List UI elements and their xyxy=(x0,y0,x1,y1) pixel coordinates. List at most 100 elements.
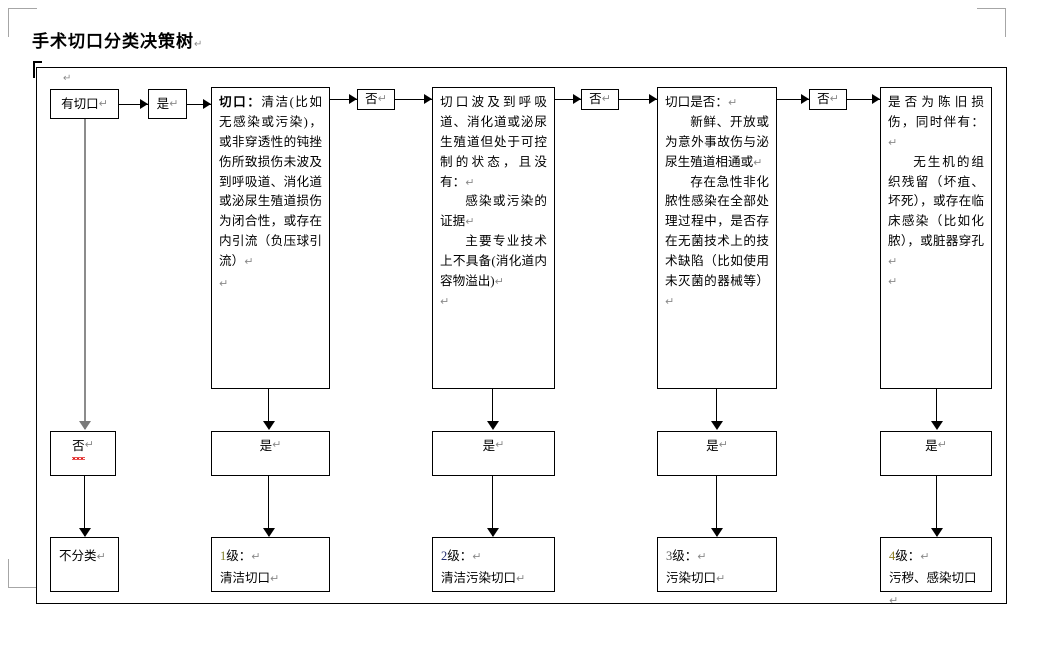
paragraph-mark-icon: ↵ xyxy=(84,438,94,451)
paragraph-mark-icon: ↵ xyxy=(718,438,728,451)
node-branch-yes-4[interactable]: 是↵ xyxy=(880,431,992,476)
arrow-right-icon xyxy=(649,94,657,104)
node-question-2[interactable]: 切口波及到呼吸道、消化道或泌尿生殖道但处于可控制的状态，且没有：↵ 感染或污染的… xyxy=(432,87,555,389)
paragraph-mark-icon: ↵ xyxy=(920,550,930,563)
node-result-grade-3-number: 3 xyxy=(666,549,673,563)
node-result-grade-3[interactable]: 3级：↵ 污染切口↵ xyxy=(657,537,777,592)
connector-q1-to-no1 xyxy=(330,99,357,100)
page-margin-mark-top-left xyxy=(8,8,37,37)
arrow-down-icon xyxy=(711,421,723,430)
text-caret xyxy=(33,61,35,78)
node-result-grade-1[interactable]: 1级：↵ 清洁切口↵ xyxy=(211,537,330,592)
node-result-grade-1-suffix: 级： xyxy=(226,549,252,563)
connector-q3-to-no3 xyxy=(777,99,809,100)
paragraph-mark-icon: ↵ xyxy=(244,255,254,269)
node-question-3-lead: 切口是否： xyxy=(665,95,728,109)
node-result-grade-4-text: 污秽、感染切口 xyxy=(889,570,977,585)
paragraph-mark-icon: ↵ xyxy=(697,550,707,563)
paragraph-mark-icon: ↵ xyxy=(270,571,280,585)
paragraph-mark-icon: ↵ xyxy=(727,96,738,109)
arrow-right-icon xyxy=(203,99,211,109)
connector-no-3-label: 否 xyxy=(817,92,830,106)
node-branch-yes-3-label: 是 xyxy=(706,439,719,453)
node-question-1-body: 清洁(比如无感染或污染)，或非穿透性的钝挫伤所致损伤未波及到呼吸道、消化道或泌尿… xyxy=(219,95,322,269)
node-question-3[interactable]: 切口是否：↵ 新鲜、开放或为意外事故伤与泌尿生殖道相通或↵ 存在急性非化脓性感染… xyxy=(657,87,777,389)
connector-yes-1[interactable]: 是↵ xyxy=(148,89,187,119)
node-result-grade-1-text: 清洁切口 xyxy=(220,570,271,585)
connector-q2-to-yes xyxy=(492,389,493,425)
node-result-grade-2[interactable]: 2级：↵ 清洁污染切口↵ xyxy=(432,537,555,592)
node-result-grade-3-text: 污染切口 xyxy=(666,570,717,585)
connector-q4-to-yes xyxy=(936,389,937,425)
connector-no-1-label: 否 xyxy=(365,92,378,106)
paragraph-mark-icon: ↵ xyxy=(889,593,899,607)
connector-yes3-to-result3 xyxy=(716,476,717,536)
arrow-right-icon xyxy=(801,94,809,104)
node-branch-yes-2[interactable]: 是↵ xyxy=(432,431,555,476)
paragraph-mark-icon: ↵ xyxy=(472,550,482,563)
arrow-right-icon xyxy=(140,99,148,109)
node-result-grade-3-suffix: 级： xyxy=(672,549,698,563)
connector-yes2-to-result2 xyxy=(492,476,493,536)
paragraph-mark-icon: ↵ xyxy=(169,96,179,110)
paragraph-mark-icon: ↵ xyxy=(888,275,898,289)
paragraph-mark-icon: ↵ xyxy=(194,39,204,50)
node-question-4[interactable]: 是否为陈旧损伤，同时伴有： ↵ 无生机的组织残留（坏疽、坏死），或存在临床感染（比… xyxy=(880,87,992,389)
node-branch-yes-4-label: 是 xyxy=(925,439,938,453)
connector-no-3[interactable]: 否↵ xyxy=(809,89,847,110)
connector-no-1[interactable]: 否↵ xyxy=(357,89,395,110)
node-question-4-bullet-1: 无生机的组织残留（坏疽、坏死），或存在临床感染（比如化脓），或脏器穿孔 xyxy=(888,154,984,249)
connector-no2-to-q3 xyxy=(619,99,657,100)
arrow-down-icon xyxy=(931,528,943,537)
node-question-4-lead: 是否为陈旧损伤，同时伴有： xyxy=(888,95,984,129)
paragraph-mark-icon: ↵ xyxy=(377,92,387,106)
arrow-down-icon xyxy=(711,528,723,537)
paragraph-mark-icon: ↵ xyxy=(96,550,106,563)
node-question-2-bullet-2: 主要专业技术上不具备(消化道内容物溢出) xyxy=(440,234,547,289)
node-result-grade-2-suffix: 级： xyxy=(447,549,473,563)
node-result-grade-4-number: 4 xyxy=(889,549,896,563)
paragraph-mark-icon: ↵ xyxy=(516,571,526,585)
node-branch-no[interactable]: 否↵ xyxy=(50,431,116,476)
paragraph-mark-icon: ↵ xyxy=(716,571,726,585)
connector-yes-1-label: 是 xyxy=(156,96,170,111)
page-title-text: 手术切口分类决策树 xyxy=(32,32,194,51)
connector-yes4-to-result4 xyxy=(936,476,937,536)
node-branch-yes-1[interactable]: 是↵ xyxy=(211,431,330,476)
connector-no-to-result0 xyxy=(84,476,85,536)
node-result-grade-1-number: 1 xyxy=(220,549,227,563)
paragraph-mark-icon: ↵ xyxy=(937,438,947,451)
page-margin-mark-top-right xyxy=(977,8,1006,37)
node-question-1[interactable]: 切口：清洁(比如无感染或污染)，或非穿透性的钝挫伤所致损伤未波及到呼吸道、消化道… xyxy=(211,87,330,389)
paragraph-mark-icon: ↵ xyxy=(440,294,450,308)
node-branch-no-label: 否 xyxy=(72,437,85,460)
arrow-down-icon xyxy=(79,421,91,430)
paragraph-mark-icon: ↵ xyxy=(63,73,72,84)
node-result-grade-4[interactable]: 4级：↵ 污秽、感染切口↵ xyxy=(880,537,992,607)
connector-no-2[interactable]: 否↵ xyxy=(581,89,619,110)
node-question-3-bullet-1: 新鲜、开放或为意外事故伤与泌尿生殖道相通或 xyxy=(665,114,769,169)
paragraph-mark-icon: ↵ xyxy=(465,175,475,189)
node-result-unclassified[interactable]: 不分类↵ xyxy=(50,537,119,592)
diagram-canvas-frame xyxy=(36,67,1007,604)
page-margin-mark-bottom-left xyxy=(8,559,37,588)
node-result-grade-2-number: 2 xyxy=(441,549,448,563)
node-start[interactable]: 有切口↵ xyxy=(50,89,119,119)
node-result-grade-2-text: 清洁污染切口 xyxy=(441,570,517,585)
node-question-1-prefix: 切口： xyxy=(219,95,262,109)
connector-no1-to-q2 xyxy=(395,99,432,100)
paragraph-mark-icon: ↵ xyxy=(219,277,229,291)
node-branch-yes-1-label: 是 xyxy=(259,439,273,453)
node-branch-yes-3[interactable]: 是↵ xyxy=(657,431,777,476)
node-branch-yes-2-label: 是 xyxy=(482,439,496,453)
arrow-down-icon xyxy=(487,421,499,430)
node-start-label: 有切口 xyxy=(61,96,99,111)
connector-q1-to-yes xyxy=(268,389,269,425)
paragraph-mark-icon: ↵ xyxy=(753,155,763,169)
node-question-2-lead: 切口波及到呼吸道、消化道或泌尿生殖道但处于可控制的状态，且没有： xyxy=(440,95,547,189)
arrow-right-icon xyxy=(872,94,880,104)
paragraph-mark-icon: ↵ xyxy=(465,215,475,229)
connector-no-2-label: 否 xyxy=(589,92,602,106)
arrow-right-icon xyxy=(424,94,432,104)
arrow-right-icon xyxy=(349,94,357,104)
